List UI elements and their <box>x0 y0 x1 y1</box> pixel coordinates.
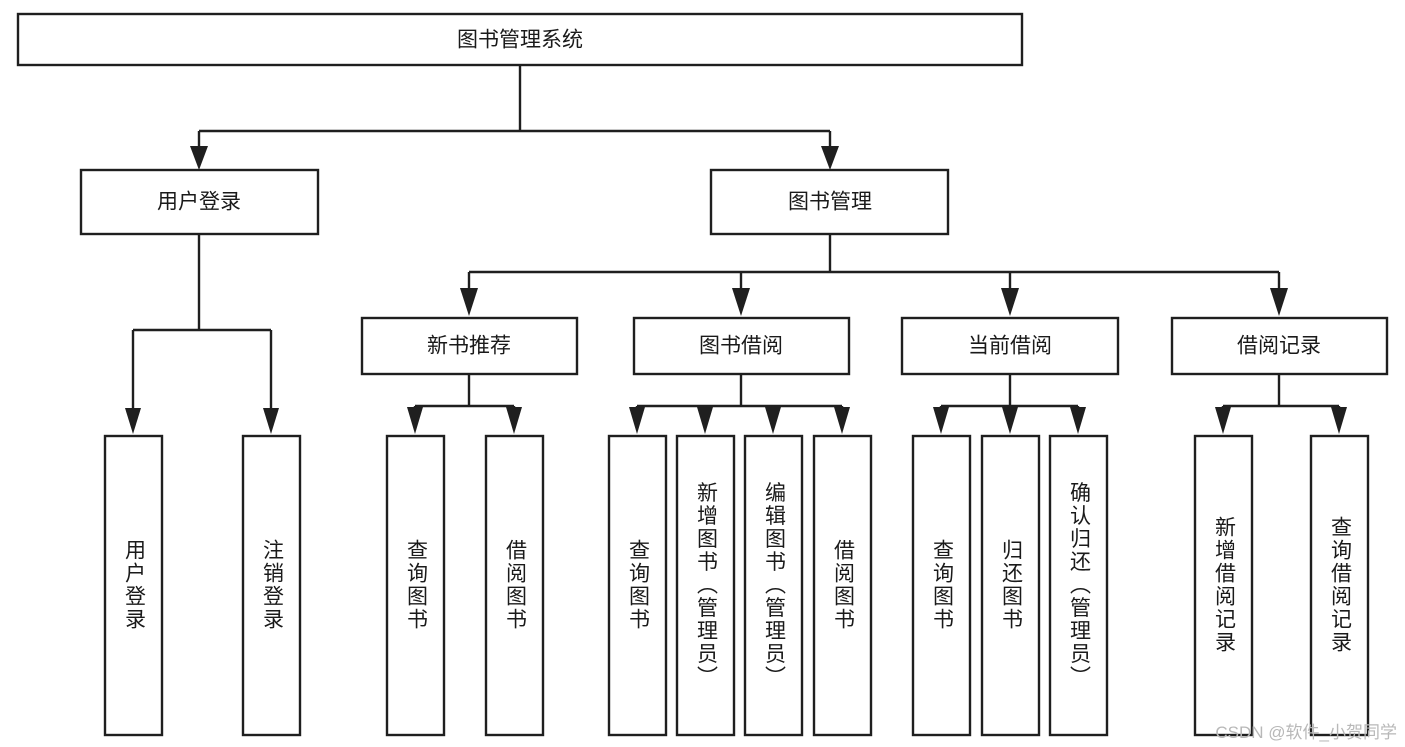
arrow-head-leaf-borrow-book-1 <box>506 407 522 434</box>
node-leaf-user-login[interactable]: 用户登录 <box>103 434 164 737</box>
connector-group-book-manage <box>460 234 1288 316</box>
arrow-head-borrow-record <box>1270 288 1288 316</box>
node-leaf-add-record[interactable]: 新增借阅记录 <box>1193 434 1254 737</box>
node-root-box[interactable] <box>16 12 1024 67</box>
arrow-head-user-login <box>190 146 208 170</box>
node-leaf-add-record-box[interactable] <box>1193 434 1254 737</box>
node-leaf-query-book-1[interactable]: 查询图书 <box>385 434 446 737</box>
node-leaf-query-book-1-label: 查询图书 <box>405 539 429 631</box>
node-leaf-confirm-return[interactable]: 确认归还（管理员） <box>1048 434 1109 737</box>
arrow-head-current-borrow <box>1001 288 1019 316</box>
arrow-head-leaf-borrow-book-2 <box>834 407 850 434</box>
node-leaf-query-book-2[interactable]: 查询图书 <box>607 434 668 737</box>
connector-group-new-book-rec <box>407 374 522 434</box>
node-leaf-query-record[interactable]: 查询借阅记录 <box>1309 434 1370 737</box>
node-leaf-borrow-book-2-label: 借阅图书 <box>832 539 856 631</box>
node-leaf-add-record-label: 新增借阅记录 <box>1213 516 1237 654</box>
connector-group-root <box>190 65 839 170</box>
node-leaf-return-book-label: 归还图书 <box>1000 539 1024 631</box>
node-leaf-query-book-2-box[interactable] <box>607 434 668 737</box>
node-leaf-edit-book-label: 编辑图书（管理员） <box>763 482 787 689</box>
node-borrow-record-label: 借阅记录 <box>1237 335 1321 358</box>
arrow-head-leaf-query-book-2 <box>629 407 645 434</box>
arrow-head-leaf-query-book-1 <box>407 407 423 434</box>
arrow-head-leaf-query-book-3 <box>933 407 949 434</box>
arrow-head-leaf-add-book <box>697 407 713 434</box>
node-leaf-logout-login-box[interactable] <box>241 434 302 737</box>
arrow-head-leaf-add-record <box>1215 407 1231 434</box>
node-leaf-query-book-3[interactable]: 查询图书 <box>911 434 972 737</box>
node-book-manage-label: 图书管理 <box>788 191 872 214</box>
arrow-head-leaf-return-book <box>1002 407 1018 434</box>
node-user-login-box[interactable] <box>79 168 320 236</box>
arrow-head-leaf-edit-book <box>765 407 781 434</box>
node-book-borrow[interactable]: 图书借阅 <box>632 316 851 376</box>
node-leaf-add-book-box[interactable] <box>675 434 736 737</box>
node-user-login[interactable]: 用户登录 <box>79 168 320 236</box>
connector-group-user-login <box>125 234 279 434</box>
node-borrow-record-box[interactable] <box>1170 316 1389 376</box>
node-leaf-user-login-box[interactable] <box>103 434 164 737</box>
node-leaf-query-book-3-label: 查询图书 <box>931 539 955 631</box>
node-leaf-edit-book[interactable]: 编辑图书（管理员） <box>743 434 804 737</box>
node-leaf-query-record-label: 查询借阅记录 <box>1329 516 1353 654</box>
node-leaf-add-book-label: 新增图书（管理员） <box>695 482 719 689</box>
node-leaf-return-book[interactable]: 归还图书 <box>980 434 1041 737</box>
node-leaf-edit-book-box[interactable] <box>743 434 804 737</box>
node-book-borrow-label: 图书借阅 <box>699 335 783 358</box>
node-new-book-rec-box[interactable] <box>360 316 579 376</box>
node-leaf-borrow-book-1-label: 借阅图书 <box>504 539 528 631</box>
node-leaf-query-book-3-box[interactable] <box>911 434 972 737</box>
arrow-head-leaf-query-record <box>1331 407 1347 434</box>
node-leaf-return-book-box[interactable] <box>980 434 1041 737</box>
arrow-head-new-book-rec <box>460 288 478 316</box>
arrow-head-leaf-user-login <box>125 408 141 434</box>
connector-group-borrow-record <box>1215 374 1347 434</box>
node-leaf-confirm-return-label: 确认归还（管理员） <box>1068 482 1092 689</box>
node-new-book-rec-label: 新书推荐 <box>427 335 511 358</box>
node-leaf-borrow-book-2-box[interactable] <box>812 434 873 737</box>
node-borrow-record[interactable]: 借阅记录 <box>1170 316 1389 376</box>
node-root[interactable]: 图书管理系统 <box>16 12 1024 67</box>
node-leaf-user-login-label: 用户登录 <box>123 539 147 631</box>
node-new-book-rec[interactable]: 新书推荐 <box>360 316 579 376</box>
node-leaf-query-record-box[interactable] <box>1309 434 1370 737</box>
connector-group-current-borrow <box>933 374 1086 434</box>
node-leaf-borrow-book-1-box[interactable] <box>484 434 545 737</box>
node-current-borrow[interactable]: 当前借阅 <box>900 316 1120 376</box>
arrow-head-book-borrow <box>732 288 750 316</box>
node-current-borrow-box[interactable] <box>900 316 1120 376</box>
node-book-manage[interactable]: 图书管理 <box>709 168 950 236</box>
node-leaf-borrow-book-1[interactable]: 借阅图书 <box>484 434 545 737</box>
node-leaf-query-book-1-box[interactable] <box>385 434 446 737</box>
node-leaf-add-book[interactable]: 新增图书（管理员） <box>675 434 736 737</box>
node-current-borrow-label: 当前借阅 <box>968 335 1052 358</box>
arrow-head-leaf-logout-login <box>263 408 279 434</box>
node-leaf-logout-login[interactable]: 注销登录 <box>241 434 302 737</box>
node-book-manage-box[interactable] <box>709 168 950 236</box>
node-leaf-borrow-book-2[interactable]: 借阅图书 <box>812 434 873 737</box>
connector-group-book-borrow <box>629 374 850 434</box>
node-user-login-label: 用户登录 <box>157 191 241 214</box>
node-leaf-query-book-2-label: 查询图书 <box>627 539 651 631</box>
arrow-head-leaf-confirm-return <box>1070 407 1086 434</box>
node-leaf-confirm-return-box[interactable] <box>1048 434 1109 737</box>
arrow-head-book-manage <box>821 146 839 170</box>
node-root-label: 图书管理系统 <box>457 29 583 52</box>
node-leaf-logout-login-label: 注销登录 <box>261 539 285 631</box>
node-book-borrow-box[interactable] <box>632 316 851 376</box>
